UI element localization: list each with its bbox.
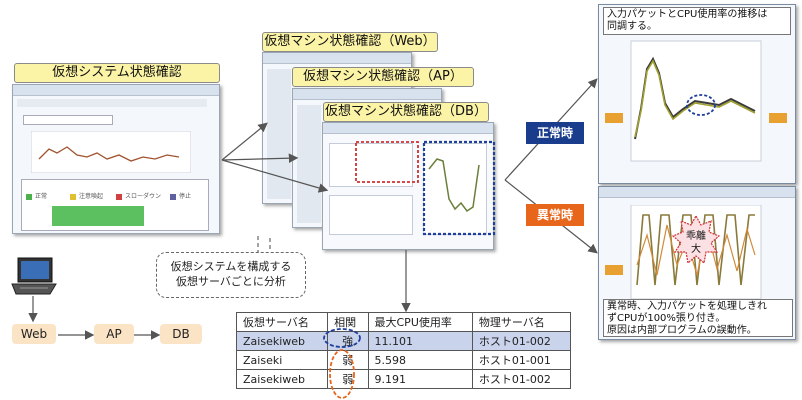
flow-node-web: Web xyxy=(12,324,56,344)
status-bar-green xyxy=(52,206,144,226)
cell-max-cpu: 9.191 xyxy=(367,369,473,389)
vm-window-db xyxy=(322,122,494,250)
normal-panel: 入力パケットとCPU使用率の推移は 同調する。 xyxy=(598,4,796,184)
normal-line-packet xyxy=(634,59,756,138)
divergence-star-icon xyxy=(671,215,721,265)
legend-slowdown: スローダウン xyxy=(125,193,162,200)
legend-row: 正常 注意喚起 スローダウン 停止 xyxy=(26,192,206,202)
db-chart-line xyxy=(428,158,480,213)
callout-line-1: 仮想システムを構成する xyxy=(170,260,292,273)
normal-note-line-2: 同調する。 xyxy=(607,21,657,32)
table-header-row: 仮想サーバ名 相関 最大CPU使用率 物理サーバ名 xyxy=(235,312,572,332)
flow-node-db: DB xyxy=(160,324,202,344)
cell-physical: ホスト01-001 xyxy=(471,350,572,370)
laptop-icon xyxy=(11,257,57,295)
server-panel: 正常 注意喚起 スローダウン 停止 xyxy=(21,179,209,231)
cell-max-cpu: 11.101 xyxy=(367,331,473,351)
window-titlebar xyxy=(323,123,493,134)
strong-ellipse xyxy=(323,328,361,348)
col-header-vm-name: 仮想サーバ名 xyxy=(235,312,329,332)
virtual-system-title: 仮想システム状態確認 xyxy=(14,63,220,83)
correlation-marks xyxy=(323,328,361,399)
cell-max-cpu: 5.598 xyxy=(367,350,473,370)
arrow-to-db xyxy=(221,159,329,193)
legend-swatch-normal xyxy=(26,194,32,200)
normal-chart xyxy=(605,40,787,162)
legend-normal: 正常 xyxy=(35,193,48,200)
table-row[interactable]: Zaisekiweb 弱 9.191 ホスト01-002 xyxy=(235,369,572,389)
window-titlebar xyxy=(293,89,441,100)
db-table-highlight xyxy=(355,141,419,183)
arrow-to-web xyxy=(221,122,268,161)
callout-line-2: 仮想サーバごとに分析 xyxy=(176,275,286,288)
weak-ellipse xyxy=(329,349,355,399)
abnormal-line-packet xyxy=(636,224,756,276)
window-titlebar xyxy=(263,53,411,64)
analysis-callout: 仮想システムを構成する 仮想サーバごとに分析 xyxy=(156,252,306,298)
col-header-max-cpu: 最大CPU使用率 xyxy=(367,312,473,332)
col-header-correlation: 相関 xyxy=(327,312,369,332)
star-label-1: 乖離 xyxy=(686,231,706,242)
server-table: 仮想サーバ名 相関 最大CPU使用率 物理サーバ名 Zaisekiweb 強 1… xyxy=(235,312,572,389)
window-toolbar xyxy=(17,99,207,107)
window-titlebar xyxy=(13,85,219,96)
cell-correlation: 弱 xyxy=(327,369,369,389)
abnormal-panel: 乖離 大 異常時、入力パケットを処理しきれ ずCPUが100%張り付き。 原因は… xyxy=(598,186,796,340)
window-titlebar xyxy=(599,187,795,198)
table-row[interactable]: Zaiseki 弱 5.598 ホスト01-001 xyxy=(235,350,572,370)
vm-title-ap: 仮想マシン状態確認（AP） xyxy=(292,67,474,87)
normal-line-cpu xyxy=(634,56,756,140)
legend-swatch-stop xyxy=(170,194,176,200)
vm-title-web: 仮想マシン状態確認（Web） xyxy=(262,32,438,52)
window-sidebar xyxy=(267,69,291,199)
abnormal-note-line-2: ずCPUが100%張り付き。 xyxy=(607,313,726,324)
db-chart xyxy=(428,158,480,213)
table-row[interactable]: Zaisekiweb 強 11.101 ホスト01-002 xyxy=(235,331,572,351)
virtual-system-window: 正常 注意喚起 スローダウン 停止 xyxy=(12,84,220,234)
cell-physical: ホスト01-002 xyxy=(471,369,572,389)
flow-node-ap: AP xyxy=(94,324,134,344)
select-box[interactable] xyxy=(23,115,113,125)
window-sidebar xyxy=(297,105,321,223)
mini-chart xyxy=(31,131,191,173)
abnormal-badge: 異常時 xyxy=(526,204,584,226)
normal-note: 入力パケットとCPU使用率の推移は 同調する。 xyxy=(603,7,791,35)
cell-vm-name: Zaisekiweb xyxy=(235,331,329,351)
abnormal-note-line-1: 異常時、入力パケットを処理しきれ xyxy=(607,301,767,312)
arrow-to-ap xyxy=(221,153,299,163)
cell-physical: ホスト01-002 xyxy=(471,331,572,351)
col-header-physical: 物理サーバ名 xyxy=(471,312,572,332)
vm-title-db: 仮想マシン状態確認（DB） xyxy=(323,102,489,122)
db-table-area xyxy=(329,143,413,187)
legend-caution: 注意喚起 xyxy=(79,193,104,200)
cell-vm-name: Zaisekiweb xyxy=(235,369,329,389)
legend-swatch-caution xyxy=(70,194,76,200)
legend-stop: 停止 xyxy=(179,193,192,200)
legend-swatch-slowdown xyxy=(116,194,122,200)
abnormal-note: 異常時、入力パケットを処理しきれ ずCPUが100%張り付き。 原因は内部プログ… xyxy=(603,299,793,337)
db-chart-highlight xyxy=(422,140,496,236)
normal-note-line-1: 入力パケットとCPU使用率の推移は xyxy=(607,9,768,20)
star-label-2: 大 xyxy=(691,244,701,255)
db-bottom-table xyxy=(329,195,413,235)
cell-vm-name: Zaiseki xyxy=(235,350,329,370)
normal-circle xyxy=(686,94,716,116)
mini-chart-line xyxy=(38,146,180,162)
abnormal-note-line-3: 原因は内部プログラムの誤動作。 xyxy=(607,325,757,336)
normal-badge: 正常時 xyxy=(526,122,584,144)
